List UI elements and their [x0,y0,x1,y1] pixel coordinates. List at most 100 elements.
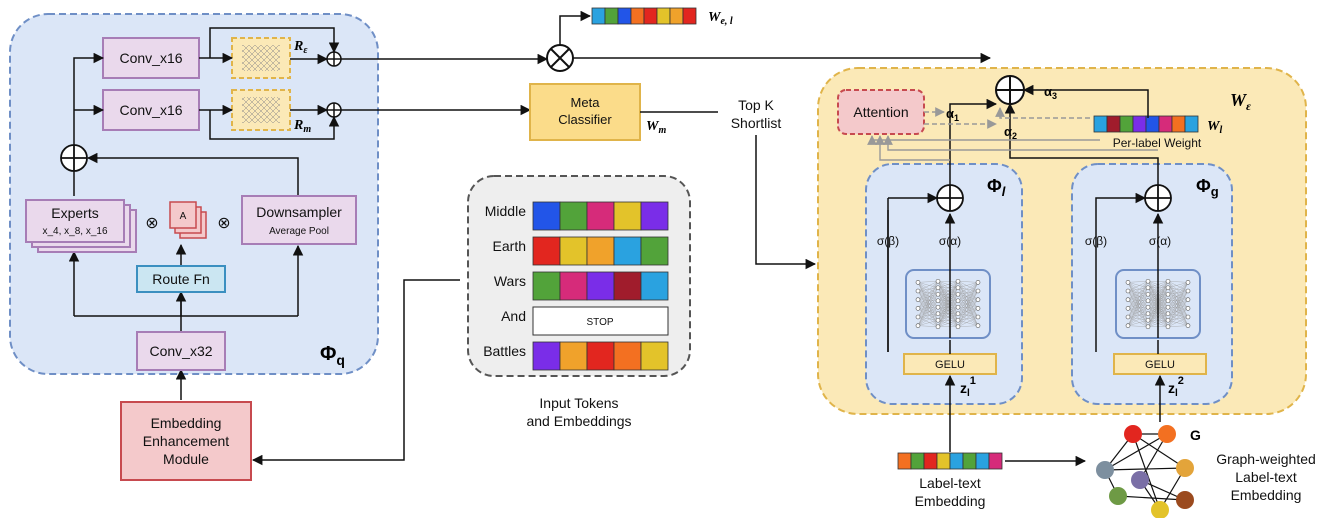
label-text-cell [962,452,977,470]
per-label-weight-label: Per-label Weight [1113,136,1202,150]
attention-feedback [867,135,1158,161]
graph-node [1109,487,1127,505]
w-el-cell [643,7,658,25]
conv-bottom-label: Conv_x32 [149,343,212,359]
w-el-label: We, l [708,10,733,27]
phi-l-label: Φl [987,176,1006,199]
gelu-l-label: GELU [935,359,965,371]
token-word: Battles [483,343,526,359]
w-el-cell [617,7,632,25]
w-epsilon-label: Wε [1230,90,1251,113]
label-text-cell [897,452,912,470]
embedding-module-line3: Module [163,451,209,467]
label-text-cell [923,452,938,470]
token-embedding-cell [640,201,669,231]
experts-box [25,199,137,253]
w-el-cell [682,7,697,25]
w-el-cell [591,7,606,25]
token-embedding-cell [532,271,561,301]
plus-circle-top-icon [326,51,342,67]
token-embedding-cell [640,236,669,266]
phi-g-label: Φg [1196,176,1219,199]
w-l-cell [1171,115,1186,133]
label-text-cell [949,452,964,470]
attention-label: Attention [853,104,908,120]
graph-g-label: G [1190,427,1201,443]
w-l-cell [1106,115,1121,133]
gelu-g-label: GELU [1145,359,1175,371]
token-embedding-cell [532,236,561,266]
top-k-line2: Shortlist [731,115,782,131]
w-l-cell [1158,115,1173,133]
graph-node [1151,501,1169,519]
meta-classifier-box [529,83,641,141]
graph-node [1124,425,1142,443]
plus-circle-mid-icon [326,102,342,118]
token-embedding-cell [613,271,642,301]
token-embedding-cell [586,271,615,301]
embedding-module-line2: Enhancement [143,433,230,449]
middle-wiring [251,10,992,466]
sum-circle-phi-g-icon [1144,184,1172,212]
downsampler-sub-label: Average Pool [269,226,329,237]
graph-node [1158,425,1176,443]
w-l-cell [1119,115,1134,133]
w-l-cell [1132,115,1147,133]
w-el-cell [669,7,684,25]
graph-node [1176,491,1194,509]
otimes-left-icon: ⊗ [145,215,158,232]
w-el-cell [604,7,619,25]
sum-circle-phi-l-icon [936,184,964,212]
token-word: And [501,308,526,324]
tokens-caption-line2: and Embeddings [526,413,631,429]
w-l-cell [1145,115,1160,133]
label-text-line1: Label-text [919,475,981,491]
token-embedding-cell [559,236,588,266]
token-embedding-cell [532,201,561,231]
token-embedding-cell [613,341,642,371]
sum-circle-main-icon [995,75,1025,105]
token-word: Middle [485,203,526,219]
otimes-right-icon: ⊗ [217,215,230,232]
left-panel-wiring [68,27,340,400]
a-matrix-label: A [180,211,187,222]
z2-label: zl2 [1168,375,1184,399]
meta-classifier-line2: Classifier [558,112,612,127]
otimes-main-icon [546,44,574,72]
graph-caption-line3: Embedding [1231,487,1302,503]
sigma-alpha-g-label: σ(α) [1149,234,1171,248]
token-embedding-cell [586,341,615,371]
right-panel-wiring [887,84,1166,452]
meta-classifier-line1: Meta [571,95,601,110]
w-el-cell [656,7,671,25]
conv-top-label: Conv_x16 [119,50,182,66]
experts-label: Experts [51,205,98,221]
conv-mid-label: Conv_x16 [119,102,182,118]
graph-node [1176,459,1194,477]
label-text-cell [988,452,1003,470]
mesh-network-top-icon [231,37,291,79]
w-l-cell [1184,115,1199,133]
graph-caption-line2: Label-text [1235,469,1297,485]
token-embedding-cell [559,271,588,301]
gelu-g-box [1113,353,1207,375]
downsampler-box [241,195,357,245]
token-embedding-cell [586,201,615,231]
token-embedding-cell [559,341,588,371]
w-l-vector [1093,115,1199,133]
route-fn-label: Route Fn [152,271,210,287]
top-k-line1: Top K [738,97,774,113]
token-word: Earth [493,238,526,254]
r-m-label: Rm [293,118,311,135]
mlp-l-icon [905,269,991,339]
w-l-cell [1093,115,1108,133]
experts-sub-label: x_4, x_8, x_16 [42,226,107,237]
graph-nodes [1096,425,1194,519]
a-matrix-icon [169,201,207,239]
conv-bottom-box [136,331,226,371]
token-embedding-cell [613,201,642,231]
token-embedding-cell [640,271,669,301]
token-embedding-cell [586,236,615,266]
